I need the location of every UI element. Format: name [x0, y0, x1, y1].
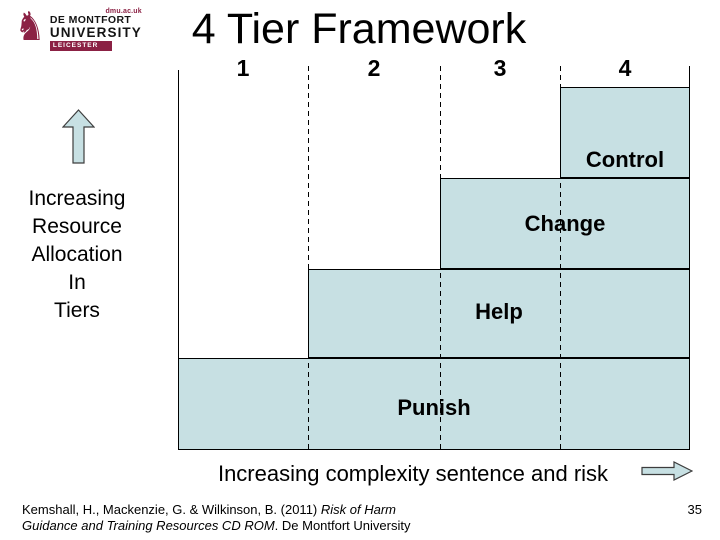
left-axis-line: In — [68, 271, 86, 294]
logo-line-university: UNIVERSITY — [49, 25, 142, 40]
citation-regular-1: Kemshall, H., Mackenzie, G. & Wilkinson,… — [22, 502, 321, 517]
diagram-left-edge — [178, 70, 179, 450]
university-logo: ♞ dmu.ac.uk DE MONTFORT UNIVERSITY LEICE… — [12, 6, 142, 51]
column-divider-2 — [440, 66, 441, 450]
column-divider-1 — [308, 66, 309, 450]
citation: Kemshall, H., Mackenzie, G. & Wilkinson,… — [22, 502, 410, 533]
tier-label-control: Control — [585, 147, 665, 172]
left-axis-line: Resource — [32, 215, 122, 238]
right-arrow-icon — [641, 461, 693, 481]
slide-title: 4 Tier Framework — [191, 5, 527, 53]
tier-label-change: Change — [524, 211, 606, 236]
tier-label-help: Help — [475, 299, 523, 324]
citation-italic-1: Risk of Harm — [320, 502, 396, 517]
logo-line-de-montfort: DE MONTFORT — [49, 14, 132, 26]
left-axis-line: Increasing — [28, 187, 126, 210]
left-axis-line: Tiers — [54, 299, 100, 322]
tier-box-punish — [178, 358, 690, 450]
column-divider-3 — [560, 66, 561, 450]
page-number: 35 — [687, 502, 702, 517]
tier-number-3: 3 — [493, 55, 507, 81]
logo-text: dmu.ac.uk DE MONTFORT UNIVERSITY LEICEST… — [49, 6, 142, 51]
diagram-right-edge — [689, 66, 690, 450]
up-arrow-icon — [62, 109, 95, 164]
left-axis-line: Allocation — [31, 243, 123, 266]
citation-italic-2: Guidance and Training Resources CD ROM — [22, 517, 275, 533]
tier-label-punish: Punish — [397, 395, 471, 420]
tier-box-control — [560, 87, 690, 178]
citation-line-2: Guidance and Training Resources CD ROM. … — [22, 518, 410, 534]
tier-number-4: 4 — [618, 55, 632, 81]
tier-number-1: 1 — [236, 55, 250, 81]
lion-crest-icon: ♞ — [14, 4, 46, 50]
logo-line-leicester: LEICESTER — [49, 41, 113, 51]
citation-line-1: Kemshall, H., Mackenzie, G. & Wilkinson,… — [22, 502, 410, 518]
tier-box-change — [440, 178, 690, 269]
left-axis-label: Increasing Resource Allocation In Tiers — [8, 185, 146, 325]
citation-regular-2: . De Montfort University — [274, 517, 411, 533]
logo-url-text: dmu.ac.uk — [105, 8, 142, 15]
bottom-axis-label: Increasing complexity sentence and risk — [217, 461, 609, 486]
tier-box-help — [308, 269, 690, 358]
tier-number-2: 2 — [367, 55, 381, 81]
